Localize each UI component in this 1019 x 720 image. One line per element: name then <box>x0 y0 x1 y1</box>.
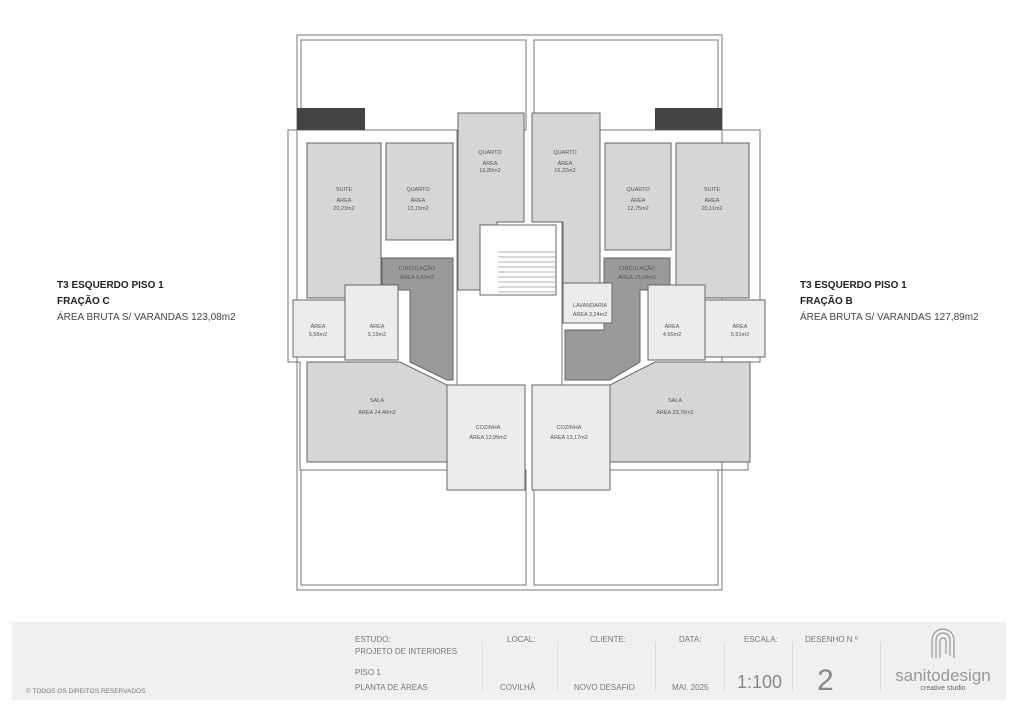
label: 20,23m2 <box>333 206 354 212</box>
room-lavandaria <box>562 282 613 324</box>
label: ÁREA <box>411 197 426 204</box>
room-suite-left <box>306 142 382 299</box>
label: COZINHA <box>476 425 501 431</box>
logo-subtext: creative studio <box>920 685 966 692</box>
drawing-name: PLANTA DE ÁREAS <box>355 683 428 692</box>
label: QUARTO <box>626 187 650 193</box>
right-unit-title: T3 ESQUERDO PISO 1 <box>800 280 907 291</box>
label: ÁREA 13,04m2 <box>618 274 656 281</box>
left-unit-fraction: FRAÇÃO C <box>57 296 110 307</box>
label: SUITE <box>336 187 353 193</box>
room-quarto-center-left <box>457 112 525 291</box>
label: SUITE <box>704 187 721 193</box>
label: ÁREA <box>337 197 352 204</box>
local-label: LOCAL: <box>507 635 536 644</box>
label: COZINHA <box>557 425 582 431</box>
planter-left <box>297 108 365 130</box>
room-quarto-left <box>385 142 454 241</box>
label: ÁREA 23,76m2 <box>656 409 694 416</box>
title-block: © TODOS OS DIREITOS RESERVADOS ESTUDO: P… <box>12 622 1006 700</box>
label: LAVANDARIA <box>573 303 607 309</box>
label: ÁREA <box>705 197 720 204</box>
label: ÁREA 12,95m2 <box>469 434 507 441</box>
right-unit-area: ÁREA BRUTA S/ VARANDAS 127,89m2 <box>800 312 979 323</box>
left-unit-area: ÁREA BRUTA S/ VARANDAS 123,08m2 <box>57 312 236 323</box>
room-wc-right-1 <box>647 284 706 361</box>
room-wc-left-2 <box>344 284 399 361</box>
stair-treads <box>498 251 556 293</box>
label: 5,15m2 <box>368 332 386 338</box>
estudo-value: PROJETO DE INTERIORES <box>355 647 458 656</box>
label: ÁREA <box>558 160 573 167</box>
escala-value: 1:100 <box>737 672 783 692</box>
room-cozinha-left <box>446 384 526 491</box>
label: ÁREA 9,60m2 <box>400 274 435 281</box>
room-wc-right-2 <box>704 299 766 358</box>
label: ÁREA <box>733 323 748 330</box>
label: ÁREA <box>483 160 498 167</box>
left-apartment-wall <box>287 129 458 471</box>
label: SALA <box>668 398 682 404</box>
room-sala-right <box>609 361 751 463</box>
label: 20,11m2 <box>702 206 723 212</box>
escala-label: ESCALA: <box>744 635 778 644</box>
label: 12,75m2 <box>627 206 648 212</box>
label: ÁREA <box>370 323 385 330</box>
floor-plan: SUITE ÁREA 20,23m2 QUARTO ÁREA 13,15m2 Q… <box>287 34 766 591</box>
label: ÁREA 24,46m2 <box>358 409 396 416</box>
copyright: © TODOS OS DIREITOS RESERVADOS <box>26 688 146 695</box>
label: QUARTO <box>406 187 430 193</box>
label: 16,80m2 <box>479 168 500 174</box>
room-circulacao-right <box>564 257 671 381</box>
label: ÁREA <box>665 323 680 330</box>
data-value: MAI. 2025 <box>672 683 709 692</box>
label: 5,91m2 <box>731 332 749 338</box>
room-wc-left-1 <box>292 299 346 358</box>
left-unit-title: T3 ESQUERDO PISO 1 <box>57 280 164 291</box>
room-quarto-right <box>604 142 672 251</box>
data-label: DATA: <box>679 635 702 644</box>
stairs <box>479 224 557 296</box>
label: CIRCULAÇÃO <box>619 265 656 272</box>
logo: sanitodesign creative studio <box>888 628 998 696</box>
desenho-value: 2 <box>817 664 834 697</box>
label: ÁREA 3,24m2 <box>573 311 608 318</box>
label: 13,15m2 <box>407 206 428 212</box>
left-unit-info: T3 ESQUERDO PISO 1 FRAÇÃO C ÁREA BRUTA S… <box>57 278 236 326</box>
logo-text: sanitodesign <box>895 666 991 685</box>
room-suite-right <box>675 142 750 299</box>
estudo-label: ESTUDO: <box>355 635 391 644</box>
label: ÁREA <box>311 323 326 330</box>
label: QUARTO <box>553 150 577 156</box>
cliente-value: NOVO DESAFIO <box>574 683 635 692</box>
label: QUARTO <box>478 150 502 156</box>
label: CIRCULAÇÃO <box>399 265 436 272</box>
label: 4,95m2 <box>663 332 681 338</box>
fingerprint-logo-icon <box>931 628 955 658</box>
label: 5,56m2 <box>309 332 327 338</box>
room-cozinha-right <box>531 384 611 491</box>
piso: PISO 1 <box>355 668 381 677</box>
desenho-label: DESENHO N.º <box>805 635 858 644</box>
label: 16,22m2 <box>554 168 575 174</box>
local-value: COVILHÃ <box>500 683 536 692</box>
label: ÁREA <box>631 197 646 204</box>
right-unit-fraction: FRAÇÃO B <box>800 296 853 307</box>
label: SALA <box>370 398 384 404</box>
right-unit-info: T3 ESQUERDO PISO 1 FRAÇÃO B ÁREA BRUTA S… <box>800 278 979 326</box>
cliente-label: CLIENTE: <box>590 635 627 644</box>
planter-right <box>655 108 722 130</box>
label: ÁREA 13,17m2 <box>550 434 588 441</box>
